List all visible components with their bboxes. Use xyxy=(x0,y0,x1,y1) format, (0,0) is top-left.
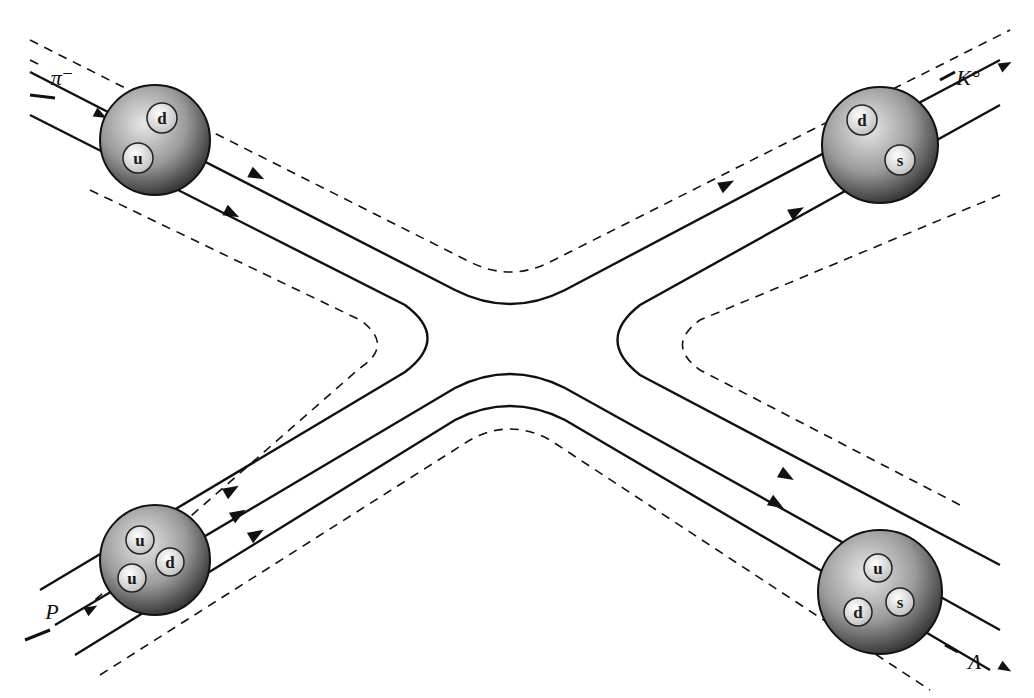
particle-name: Λ xyxy=(968,651,981,673)
hadron-ball xyxy=(100,85,942,654)
quark-line xyxy=(30,60,1000,670)
quark-letter: d xyxy=(857,112,866,129)
quark-letter: u xyxy=(127,570,136,587)
quark-letter: d xyxy=(157,110,166,127)
direction-dash xyxy=(25,72,958,652)
particle-name: P xyxy=(45,601,58,623)
arrowhead xyxy=(84,57,1014,675)
particle-name: K° xyxy=(956,67,979,89)
quark-letter: u xyxy=(873,560,882,577)
quark-letter: d xyxy=(853,604,862,621)
quark-letter: d xyxy=(165,554,174,571)
quark-letter: u xyxy=(135,532,144,549)
band-outline xyxy=(30,30,1010,690)
quark-letter: s xyxy=(897,152,904,169)
quark-letter: u xyxy=(133,150,142,167)
quark-ball xyxy=(118,103,915,626)
quark-letter: s xyxy=(897,594,904,611)
particle-name: π⁻ xyxy=(51,67,74,89)
